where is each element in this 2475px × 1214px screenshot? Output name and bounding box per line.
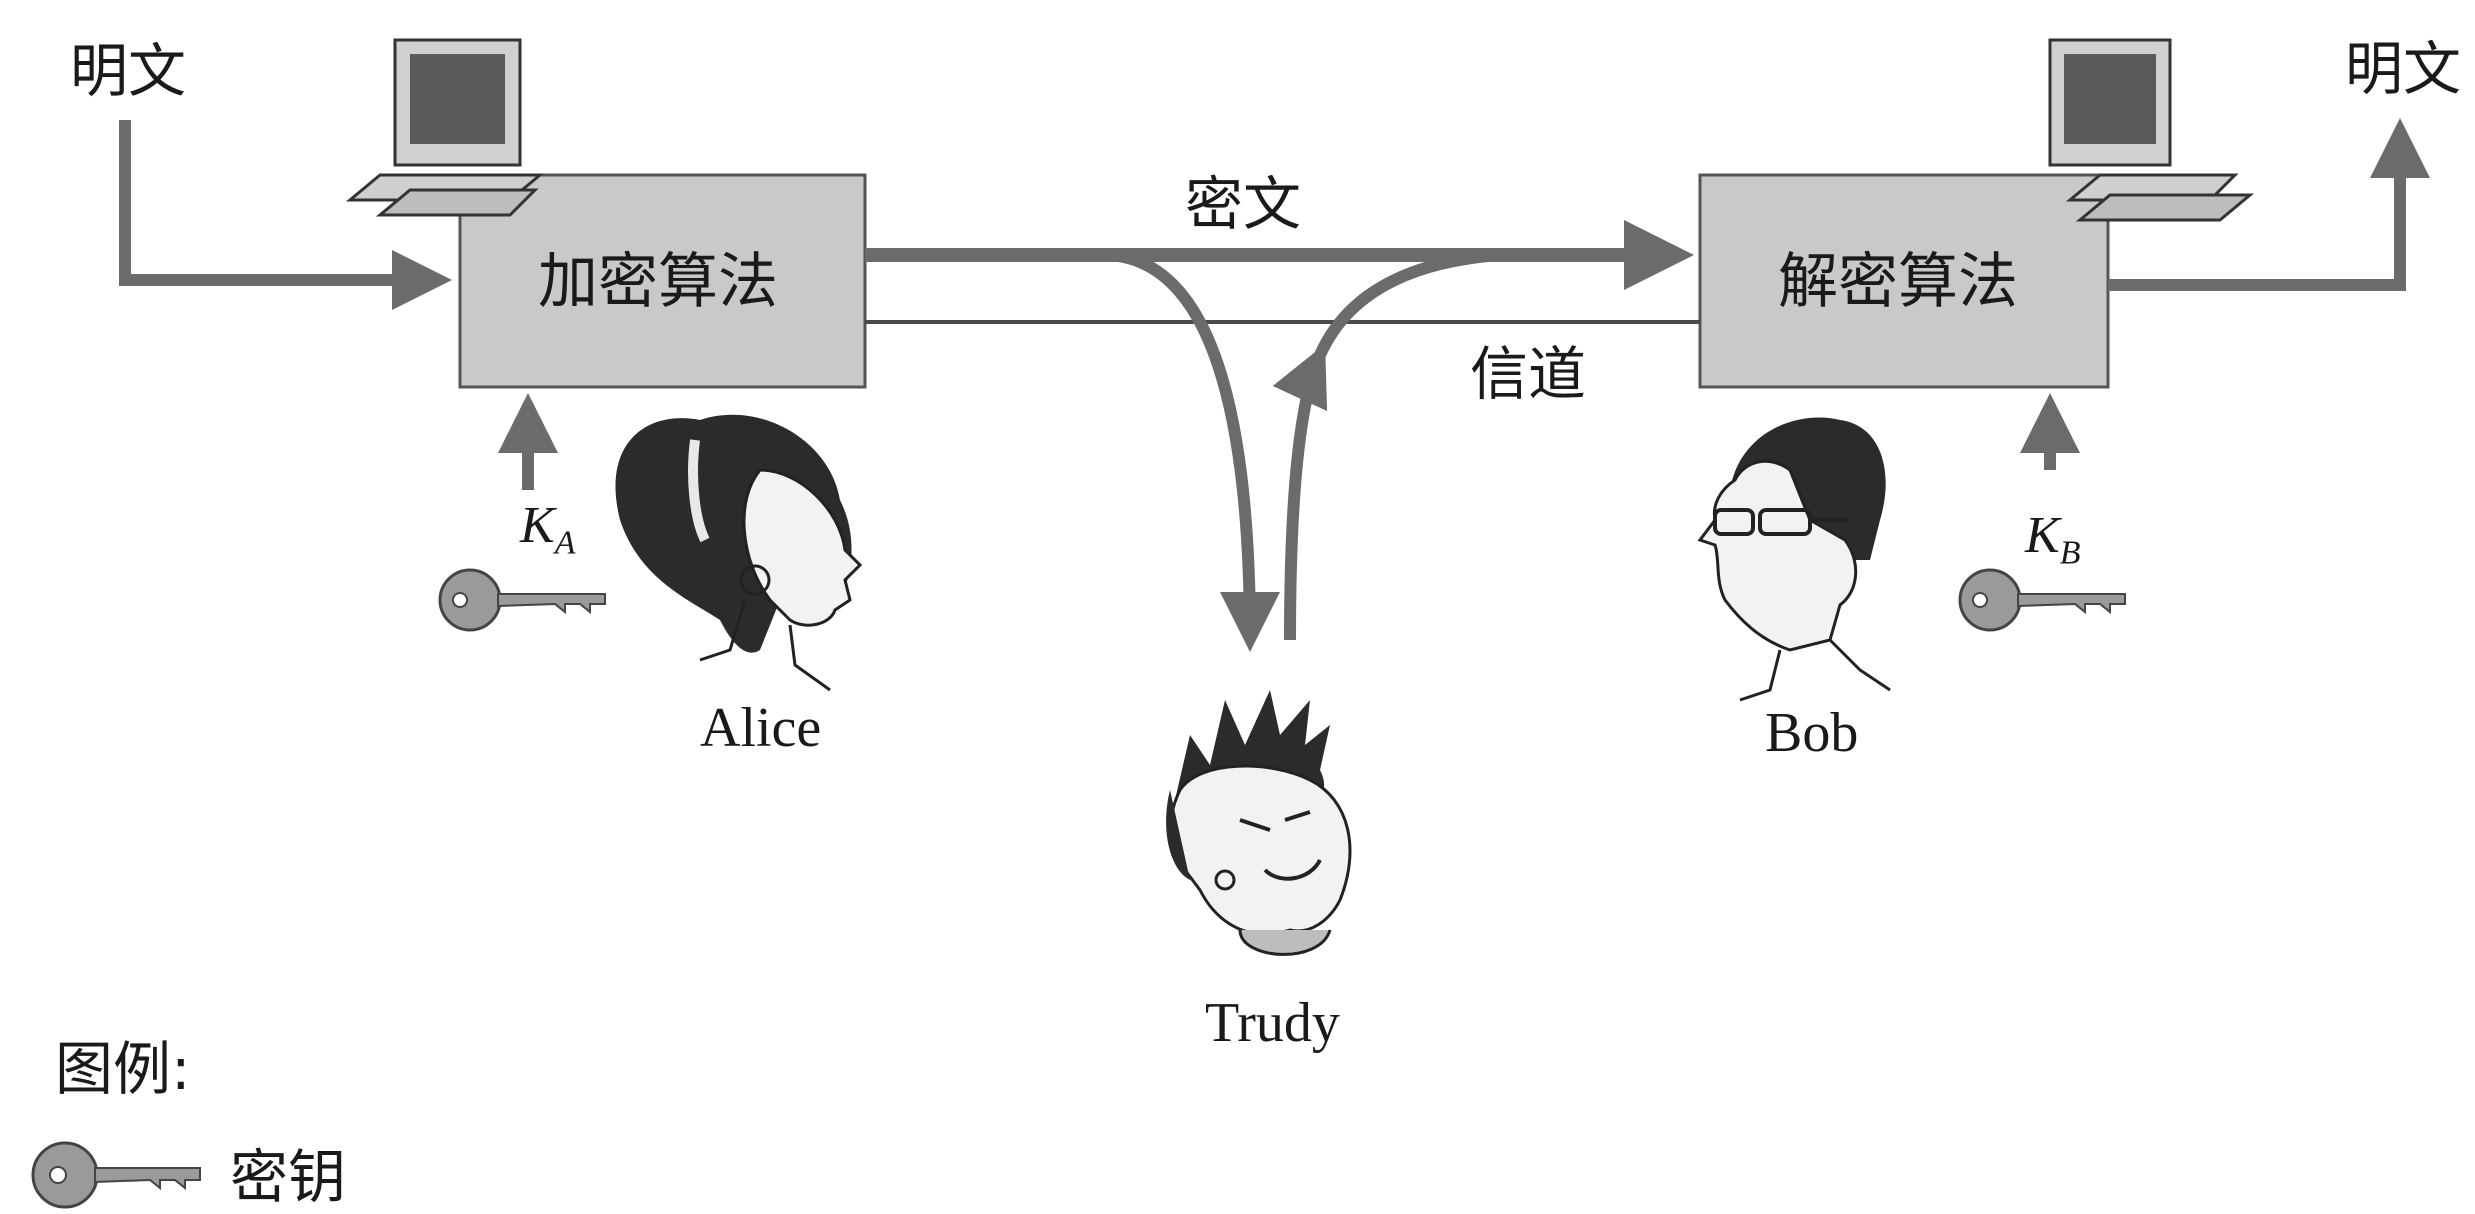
trudy-intercept-arrows <box>1109 249 1501 652</box>
alice-key-symbol: KA <box>520 497 576 562</box>
bob-key-symbol: KB <box>2025 507 2081 572</box>
legend-title: 图例: <box>55 1035 191 1103</box>
plaintext-output-label: 明文 <box>2345 35 2462 103</box>
bob-name: Bob <box>1765 702 1859 764</box>
alice-name: Alice <box>700 697 822 759</box>
decrypt-box-label: 解密算法 <box>1778 247 2018 317</box>
bob-portrait <box>1697 417 1891 702</box>
plaintext-output-arrow <box>2108 118 2430 291</box>
computer-icon <box>345 38 545 217</box>
trudy-portrait <box>1166 690 1352 956</box>
legend-key-label: 密钥 <box>230 1143 347 1211</box>
legend-key-icon <box>31 1141 201 1209</box>
plaintext-input-label: 明文 <box>70 37 187 105</box>
encrypt-box-label: 加密算法 <box>538 247 778 317</box>
trudy-name: Trudy <box>1205 992 1340 1054</box>
decrypt-box <box>1698 173 2110 389</box>
key-icon <box>1958 568 2126 632</box>
key-icon <box>438 568 606 632</box>
plaintext-input-arrow <box>119 120 452 310</box>
computer-icon <box>2048 38 2255 222</box>
channel-label: 信道 <box>1470 340 1587 408</box>
alice-portrait <box>615 414 863 692</box>
ciphertext-label: 密文 <box>1185 170 1302 238</box>
encrypt-box <box>458 173 867 389</box>
